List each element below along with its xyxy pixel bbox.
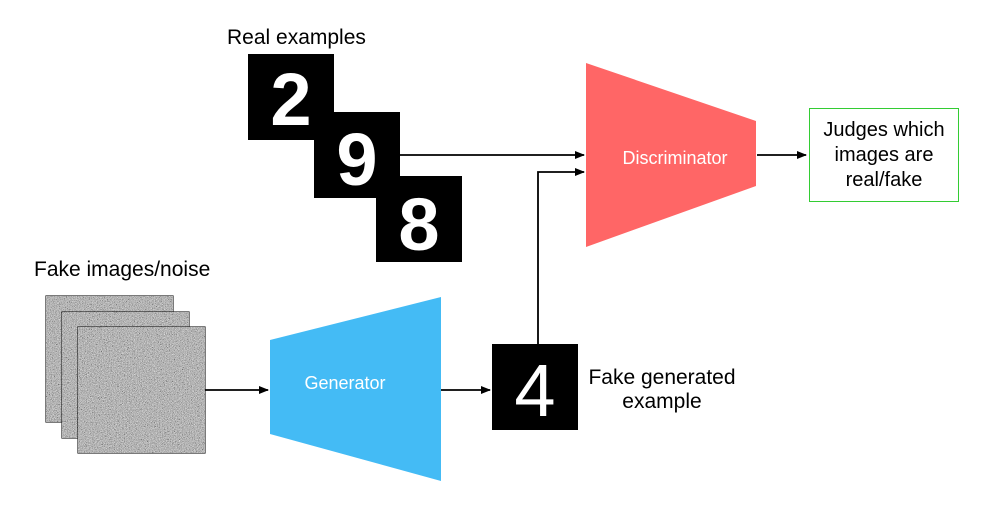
real-digit-9: 9 [336,118,377,201]
fake-generated-line-2: example [622,390,702,413]
generator-block [270,297,441,481]
judge-line-3: real/fake [845,168,923,191]
noise-image-stack [45,295,206,454]
fake-digit: 4 [514,349,555,432]
fake-noise-label: Fake images/noise [34,258,211,281]
fake-generated-example: 4 [492,344,578,432]
arrow-fake-to-discriminator [537,168,585,344]
real-example-8: 8 [376,176,462,266]
judge-line-1: Judges which [823,118,945,141]
judgement-box: Judges which images are real/fake [809,108,959,202]
real-digit-8: 8 [398,183,439,266]
judge-line-2: images are [834,143,934,166]
real-examples-label: Real examples [227,26,366,49]
generator-label: Generator [304,373,385,393]
fake-generated-label: Fake generated example [587,366,737,414]
fake-generated-line-1: Fake generated [588,366,736,389]
real-digit-2: 2 [270,58,311,141]
discriminator-label: Discriminator [622,148,727,168]
discriminator-block [586,63,756,247]
